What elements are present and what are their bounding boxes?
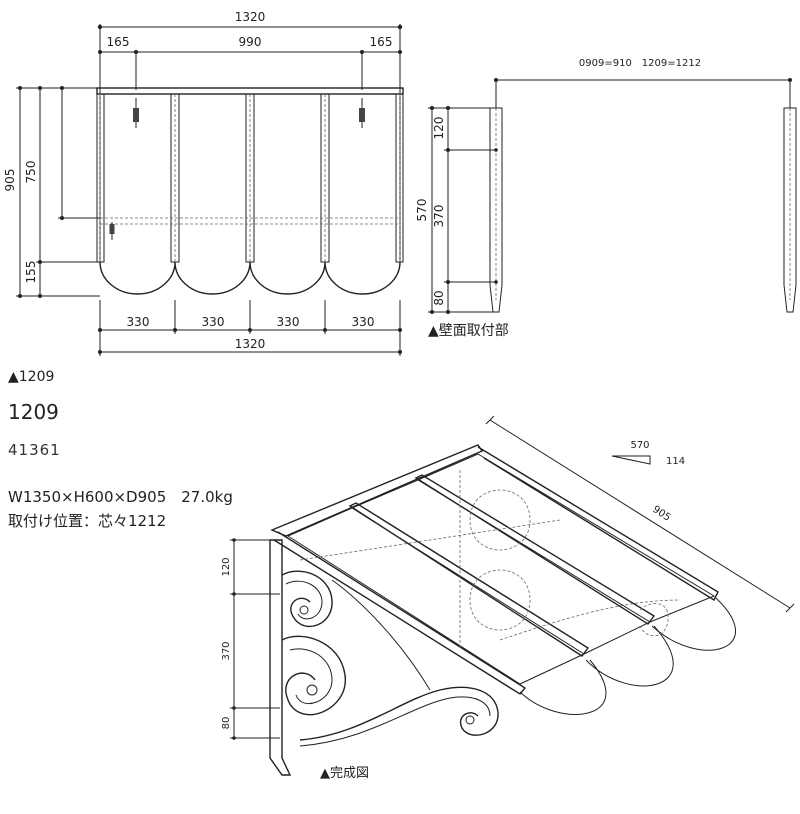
front-view-caption: ▲1209: [8, 369, 55, 385]
wall-mount-side-view: 0909=910 1209=1212 570 120 370 80: [415, 58, 797, 314]
mount-spacing-label: 0909=910 1209=1212: [579, 58, 701, 69]
side-total-label: 570: [415, 199, 429, 222]
panel-width-1: 330: [127, 315, 150, 329]
perspective-view: 905 570 114: [221, 415, 795, 776]
product-code: 41361: [8, 441, 61, 459]
side-top-label: 120: [432, 117, 446, 140]
right-offset-label: 165: [370, 35, 393, 49]
side-bottom-label: 80: [432, 290, 446, 305]
depth-label: 905: [650, 504, 672, 524]
panel-width-2: 330: [202, 315, 225, 329]
slope-width-label: 570: [630, 440, 649, 451]
panel-width-4: 330: [352, 315, 375, 329]
wall-mount-caption: ▲壁面取付部: [428, 323, 509, 339]
slope-rise-label: 114: [666, 456, 685, 467]
panel-width-3: 330: [277, 315, 300, 329]
left-offset-label: 165: [107, 35, 130, 49]
completed-view-caption: ▲完成図: [320, 766, 369, 781]
persp-bottom-label: 80: [221, 717, 232, 730]
overall-width-bottom-label: 1320: [235, 337, 266, 351]
bolt-marker-left: [133, 98, 139, 128]
overall-width-top-label: 1320: [235, 10, 266, 24]
bolt-marker-right: [359, 98, 365, 128]
center-span-label: 990: [239, 35, 262, 49]
mounting-position: 取付け位置：芯々1212: [8, 512, 167, 530]
scroll-bracket: [281, 570, 499, 747]
model-number: 1209: [8, 400, 59, 424]
spec-dimensions-weight: W1350×H600×D905 27.0kg: [8, 488, 233, 506]
persp-mid-label: 370: [221, 641, 232, 660]
bolt-marker-lower: [109, 222, 115, 240]
side-mid-label: 370: [432, 205, 446, 228]
height-lower-label: 155: [24, 261, 38, 284]
persp-top-label: 120: [221, 557, 232, 576]
height-total-label: 905: [3, 169, 17, 192]
height-upper-label: 750: [24, 161, 38, 184]
front-elevation-view: 1320 165 990 165: [3, 10, 404, 356]
